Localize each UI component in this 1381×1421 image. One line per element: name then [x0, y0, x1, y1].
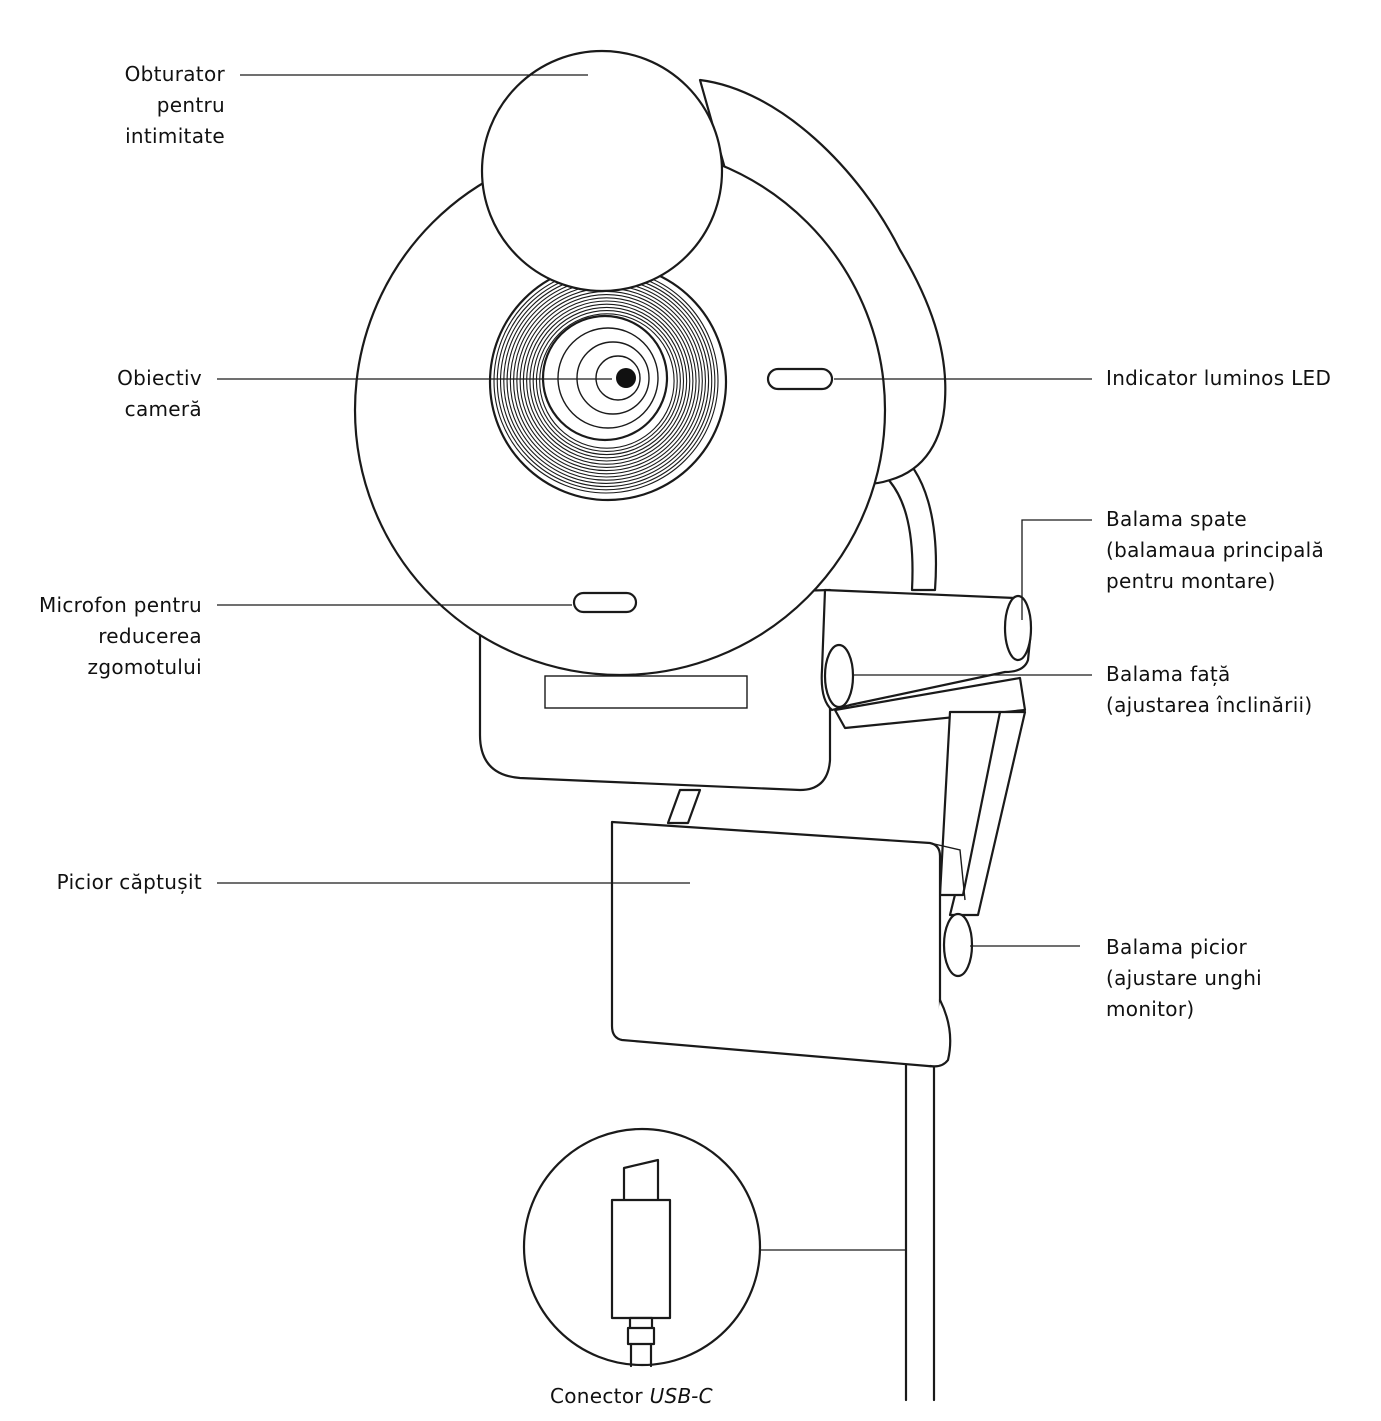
label-microphone: Microfon pentru reducerea zgomotului	[39, 590, 202, 683]
lens-ridge	[539, 313, 675, 449]
caption-prefix: Conector	[550, 1384, 643, 1408]
caption-emphasis: USB-C	[649, 1384, 713, 1408]
label-line: (ajustarea înclinării)	[1106, 693, 1313, 717]
lens-ridge	[522, 297, 691, 465]
label-line: Microfon pentru	[38, 593, 202, 617]
label-line: pentru montare)	[1106, 569, 1276, 593]
label-rear-hinge: Balama spate (balamaua principală pentru…	[1106, 504, 1324, 597]
lens-ridge	[535, 310, 678, 452]
label-line: pentru	[156, 93, 225, 117]
microphone-slot	[572, 591, 638, 614]
label-line: (balamaua principală	[1106, 538, 1325, 562]
label-front-hinge: Balama față (ajustarea înclinării)	[1106, 659, 1313, 721]
padded-foot	[610, 820, 942, 1068]
foot-curl	[928, 998, 952, 1068]
label-line: (ajustare unghi	[1106, 966, 1263, 990]
label-line: Obturator	[124, 62, 225, 86]
cable-loop	[876, 448, 938, 592]
usb-cable	[904, 1058, 936, 1402]
label-line: Indicator luminos LED	[1106, 366, 1332, 390]
label-padded-foot: Picior căptușit	[57, 867, 202, 898]
cable-behind-foot	[666, 788, 702, 825]
front-hinge-shape	[823, 643, 855, 709]
privacy-shutter	[480, 49, 724, 293]
label-line: zgomotului	[87, 655, 202, 679]
lens-ridge	[532, 306, 681, 456]
label-line: cameră	[124, 397, 202, 421]
label-line: reducerea	[98, 624, 202, 648]
label-line: Picior căptușit	[56, 870, 202, 894]
label-line: Obiectiv	[117, 366, 202, 390]
rear-hinge-shape	[1003, 594, 1033, 662]
foot-side	[929, 842, 966, 901]
label-camera-lens: Obiectiv cameră	[117, 363, 202, 425]
label-privacy-shutter: Obturator pentru intimitate	[125, 59, 225, 152]
foot-hinge-shape	[942, 912, 974, 978]
lens-ridge	[529, 303, 685, 459]
clip-arm-lower	[833, 676, 1027, 730]
label-line: Balama picior	[1106, 935, 1248, 959]
label-usb-c-connector: Conector USB-C	[550, 1384, 713, 1408]
led-indicator	[766, 367, 834, 391]
camera-lens	[541, 314, 669, 442]
label-line: intimitate	[125, 124, 225, 148]
label-line: Balama față	[1106, 662, 1231, 686]
leader-lines	[217, 74, 1092, 1251]
label-line: monitor)	[1106, 997, 1195, 1021]
lens-ridge	[519, 294, 694, 468]
label-led-indicator: Indicator luminos LED	[1106, 363, 1331, 394]
base-inset	[544, 675, 748, 709]
usb-c-inset	[522, 1127, 762, 1368]
label-foot-hinge: Balama picior (ajustare unghi monitor)	[1106, 932, 1262, 1025]
label-line: Balama spate	[1106, 507, 1248, 531]
lens-ridge	[526, 300, 688, 462]
